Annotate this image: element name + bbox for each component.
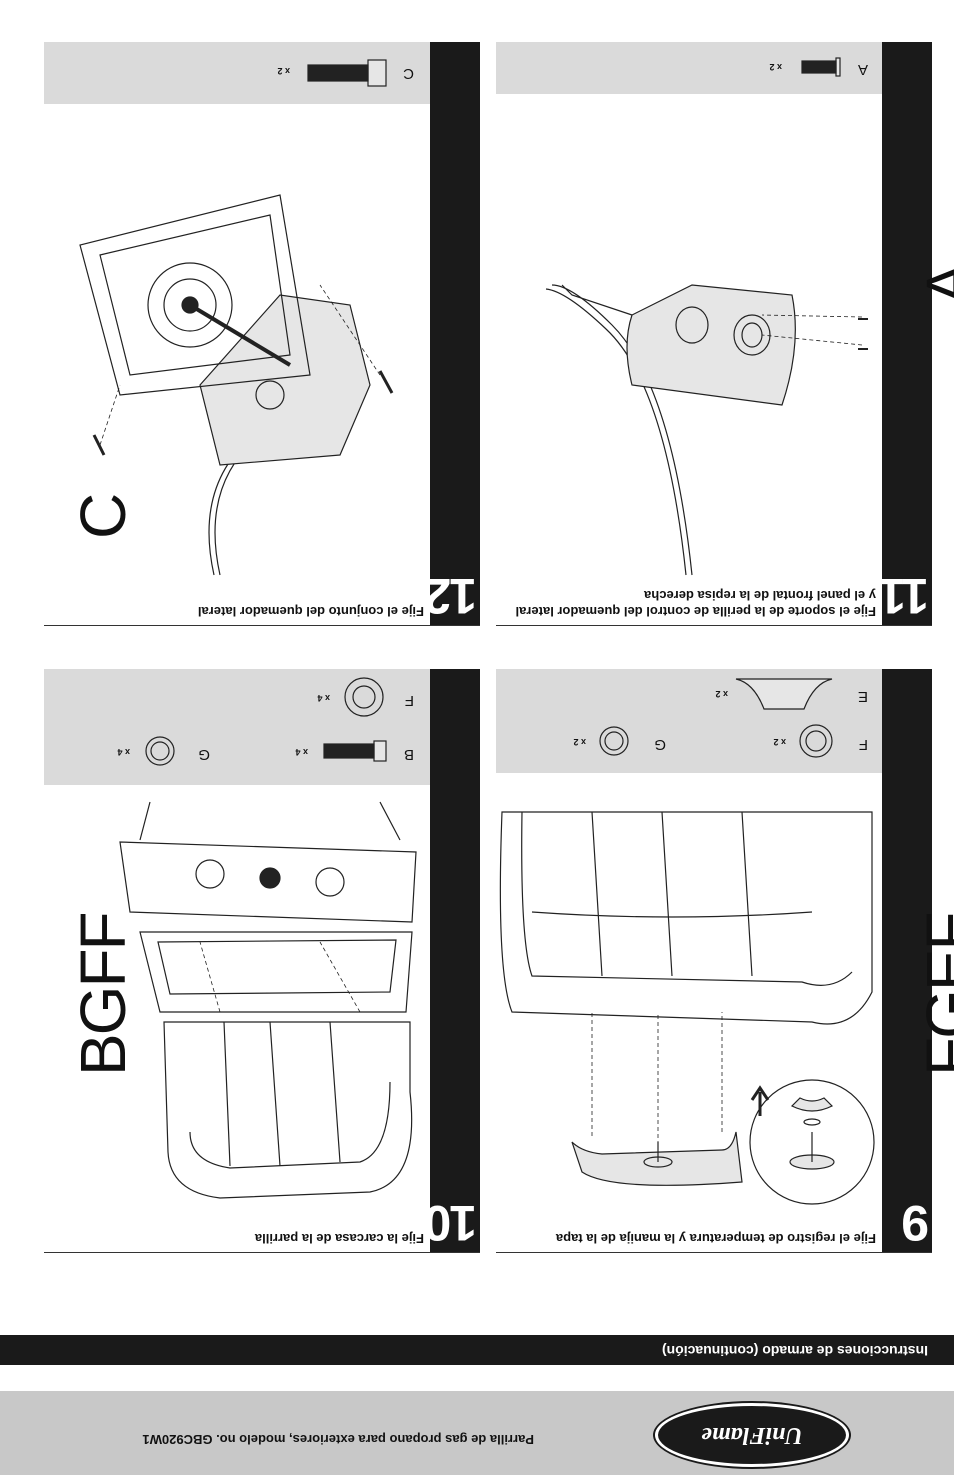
bolt-icon — [323, 740, 387, 762]
grill-housing-illustration — [119, 801, 417, 1199]
footer-band: UniFlame Parrilla de gas propano para ex… — [0, 1391, 954, 1475]
parts-list: F x 2 G x 2 E x 2 — [496, 669, 882, 773]
uniflame-logo: UniFlame — [655, 1403, 849, 1467]
step-number: 10 — [425, 1195, 477, 1251]
part-quantity: x 2 — [573, 737, 586, 747]
section-title-bar: Instrucciones de armado (continuación) — [0, 1335, 954, 1365]
section-title: Instrucciones de armado (continuación) — [661, 1343, 928, 1359]
step-title: Fije el soporte de la perilla de control… — [515, 588, 876, 619]
step-number: 11 — [880, 568, 929, 624]
parts-list: A x 2 — [496, 42, 882, 94]
bolt-icon — [307, 59, 387, 87]
part-quantity: x 2 — [769, 62, 782, 72]
part-quantity: x 4 — [295, 747, 308, 757]
part-letter: E — [857, 688, 868, 705]
part-e: E x 2 — [674, 673, 874, 717]
callout-letters: C — [67, 494, 139, 539]
part-letter: G — [198, 746, 210, 763]
step-10-panel: 10 Fije la carcasa de la parrilla BGFF B — [44, 669, 480, 1253]
callout-letters: BGFF — [67, 913, 139, 1076]
step-title: Fije el registro de temperatura y la man… — [555, 1231, 876, 1246]
part-quantity: x 4 — [317, 693, 330, 703]
part-letter: C — [403, 65, 414, 82]
washer-icon — [344, 677, 384, 717]
part-letter: B — [403, 746, 414, 763]
logo-text: UniFlame — [701, 1422, 803, 1449]
step-number-block: 11 — [880, 42, 932, 625]
part-f: F x 4 — [240, 673, 420, 723]
step-title: Fije la carcasa de la parrilla — [254, 1231, 424, 1246]
part-f: F x 2 — [694, 721, 874, 765]
part-letter: F — [858, 736, 868, 753]
callout-letters: A — [912, 264, 954, 305]
handle-bracket-icon — [735, 678, 833, 710]
part-quantity: x 2 — [715, 689, 728, 699]
part-a: A x 2 — [694, 46, 874, 90]
callout-letters: FGEF — [913, 913, 954, 1076]
part-quantity: x 2 — [277, 66, 290, 76]
part-quantity: x 2 — [773, 737, 786, 747]
step-number-block: 10 — [425, 669, 480, 1252]
part-letter: G — [654, 736, 666, 753]
part-letter: A — [857, 61, 868, 78]
part-letter: F — [404, 692, 414, 709]
washer-icon — [799, 724, 833, 758]
part-b: B x 4 — [240, 727, 420, 777]
step-12-panel: 12 Fije el conjunto del quemador lateral… — [44, 42, 480, 626]
step-number: 9 — [903, 1195, 929, 1251]
screw-icon — [801, 57, 841, 77]
lid-handle-illustration — [499, 811, 875, 1205]
lock-washer-icon — [145, 736, 175, 766]
part-g: G x 4 — [46, 727, 216, 777]
lock-washer-icon — [599, 726, 629, 756]
parts-list: C x 2 — [44, 42, 430, 104]
part-quantity: x 4 — [117, 747, 130, 757]
step-11-panel: 11 Fije el soporte de la perilla de cont… — [496, 42, 954, 626]
side-burner-illustration — [79, 194, 394, 576]
parts-list: B x 4 G x 4 F x 4 — [44, 669, 430, 785]
part-c: C x 2 — [240, 50, 420, 96]
step-9-panel: 9 Fije el registro de temperatura y la m… — [496, 669, 954, 1253]
control-panel-illustration — [545, 284, 868, 576]
step-title: Fije el conjunto del quemador lateral — [197, 604, 424, 619]
step-number: 12 — [425, 568, 477, 624]
step-number-block: 12 — [425, 42, 480, 625]
part-g: G x 2 — [502, 721, 672, 765]
document-title: Parrilla de gas propano para exteriores,… — [142, 1432, 534, 1447]
